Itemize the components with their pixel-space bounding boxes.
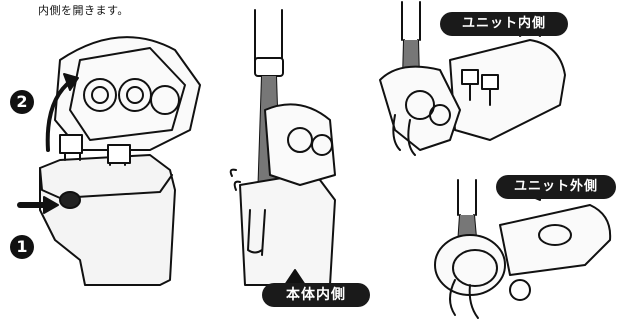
body-inside-drawing [229, 9, 336, 286]
step-1-marker: 1 [10, 235, 34, 259]
unit-outside-drawing [434, 179, 612, 319]
label-unit-outside: ユニット外側 [496, 175, 616, 199]
open-arrow-head [63, 73, 79, 91]
step-2-marker: 2 [10, 90, 34, 114]
shaver-open-drawing [39, 36, 201, 286]
unit-inside-drawing [379, 1, 566, 156]
label-unit-inside: ユニット内側 [440, 12, 568, 36]
press-arrow-head [43, 196, 59, 214]
label-body-inside: 本体内側 [262, 283, 370, 307]
caption-text: 内側を開きます。 [38, 4, 129, 17]
